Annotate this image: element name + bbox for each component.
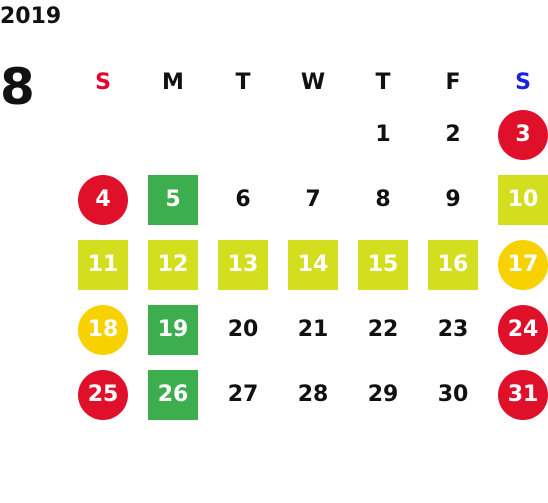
day-cell-17: 17 bbox=[488, 232, 548, 297]
day-cell-6: 6 bbox=[208, 167, 278, 232]
day-cell-26: 26 bbox=[138, 362, 208, 427]
day-number: 25 bbox=[78, 369, 128, 420]
day-cell-9: 9 bbox=[418, 167, 488, 232]
weekday-header-4: T bbox=[375, 69, 391, 95]
day-cell-8: 8 bbox=[348, 167, 418, 232]
week-row-0: 1 2 3 bbox=[68, 102, 548, 167]
month-number: 8 bbox=[0, 58, 35, 116]
day-cell-31: 31 bbox=[488, 362, 548, 427]
empty-day-cell bbox=[138, 102, 208, 167]
day-number: 19 bbox=[148, 304, 198, 355]
year-label: 2019 bbox=[0, 4, 62, 29]
day-cell-25: 25 bbox=[68, 362, 138, 427]
day-cell-19: 19 bbox=[138, 297, 208, 362]
day-number: 8 bbox=[375, 187, 391, 212]
day-cell-5: 5 bbox=[138, 167, 208, 232]
week-row-2: 11 12 13 14 15 16 17 bbox=[68, 232, 548, 297]
day-number: 12 bbox=[148, 239, 198, 290]
day-cell-14: 14 bbox=[278, 232, 348, 297]
day-cell-7: 7 bbox=[278, 167, 348, 232]
day-number: 5 bbox=[148, 174, 198, 225]
weekday-header-3: W bbox=[300, 69, 326, 95]
day-cell-21: 21 bbox=[278, 297, 348, 362]
weekday-header-6: S bbox=[515, 69, 531, 95]
day-number: 6 bbox=[235, 187, 251, 212]
day-number: 31 bbox=[498, 369, 548, 420]
weekday-header-1: M bbox=[162, 69, 184, 95]
day-number: 30 bbox=[437, 382, 469, 407]
weekday-header-0: S bbox=[95, 69, 111, 95]
day-cell-2: 2 bbox=[418, 102, 488, 167]
day-number: 27 bbox=[227, 382, 259, 407]
weekday-header-2: T bbox=[235, 69, 251, 95]
day-number: 16 bbox=[428, 239, 478, 290]
day-number: 17 bbox=[498, 239, 548, 290]
day-number: 23 bbox=[437, 317, 469, 342]
day-number: 9 bbox=[445, 187, 461, 212]
day-cell-15: 15 bbox=[348, 232, 418, 297]
day-number: 7 bbox=[305, 187, 321, 212]
day-number: 24 bbox=[498, 304, 548, 355]
day-number: 10 bbox=[498, 174, 548, 225]
day-number: 22 bbox=[367, 317, 399, 342]
day-number: 11 bbox=[78, 239, 128, 290]
day-cell-13: 13 bbox=[208, 232, 278, 297]
day-cell-27: 27 bbox=[208, 362, 278, 427]
day-cell-23: 23 bbox=[418, 297, 488, 362]
day-cell-20: 20 bbox=[208, 297, 278, 362]
day-number: 15 bbox=[358, 239, 408, 290]
day-cell-12: 12 bbox=[138, 232, 208, 297]
day-number: 4 bbox=[78, 174, 128, 225]
day-number: 13 bbox=[218, 239, 268, 290]
day-cell-22: 22 bbox=[348, 297, 418, 362]
day-number: 3 bbox=[498, 109, 548, 160]
week-row-3: 18 19 20 21 22 23 24 bbox=[68, 297, 548, 362]
day-cell-4: 4 bbox=[68, 167, 138, 232]
week-row-4: 25 26 27 28 29 30 31 bbox=[68, 362, 548, 427]
day-number: 29 bbox=[367, 382, 399, 407]
empty-day-cell bbox=[278, 102, 348, 167]
day-number: 14 bbox=[288, 239, 338, 290]
day-cell-11: 11 bbox=[68, 232, 138, 297]
day-number: 1 bbox=[375, 122, 391, 147]
day-cell-16: 16 bbox=[418, 232, 488, 297]
day-number: 20 bbox=[227, 317, 259, 342]
day-cell-28: 28 bbox=[278, 362, 348, 427]
empty-day-cell bbox=[208, 102, 278, 167]
day-cell-29: 29 bbox=[348, 362, 418, 427]
empty-day-cell bbox=[68, 102, 138, 167]
day-cell-18: 18 bbox=[68, 297, 138, 362]
day-cell-24: 24 bbox=[488, 297, 548, 362]
day-cell-3: 3 bbox=[488, 102, 548, 167]
day-number: 28 bbox=[297, 382, 329, 407]
day-number: 21 bbox=[297, 317, 329, 342]
weekday-header-5: F bbox=[445, 69, 461, 95]
day-cell-30: 30 bbox=[418, 362, 488, 427]
day-number: 26 bbox=[148, 369, 198, 420]
day-cell-10: 10 bbox=[488, 167, 548, 232]
day-number: 18 bbox=[78, 304, 128, 355]
day-number: 2 bbox=[445, 122, 461, 147]
day-cell-1: 1 bbox=[348, 102, 418, 167]
